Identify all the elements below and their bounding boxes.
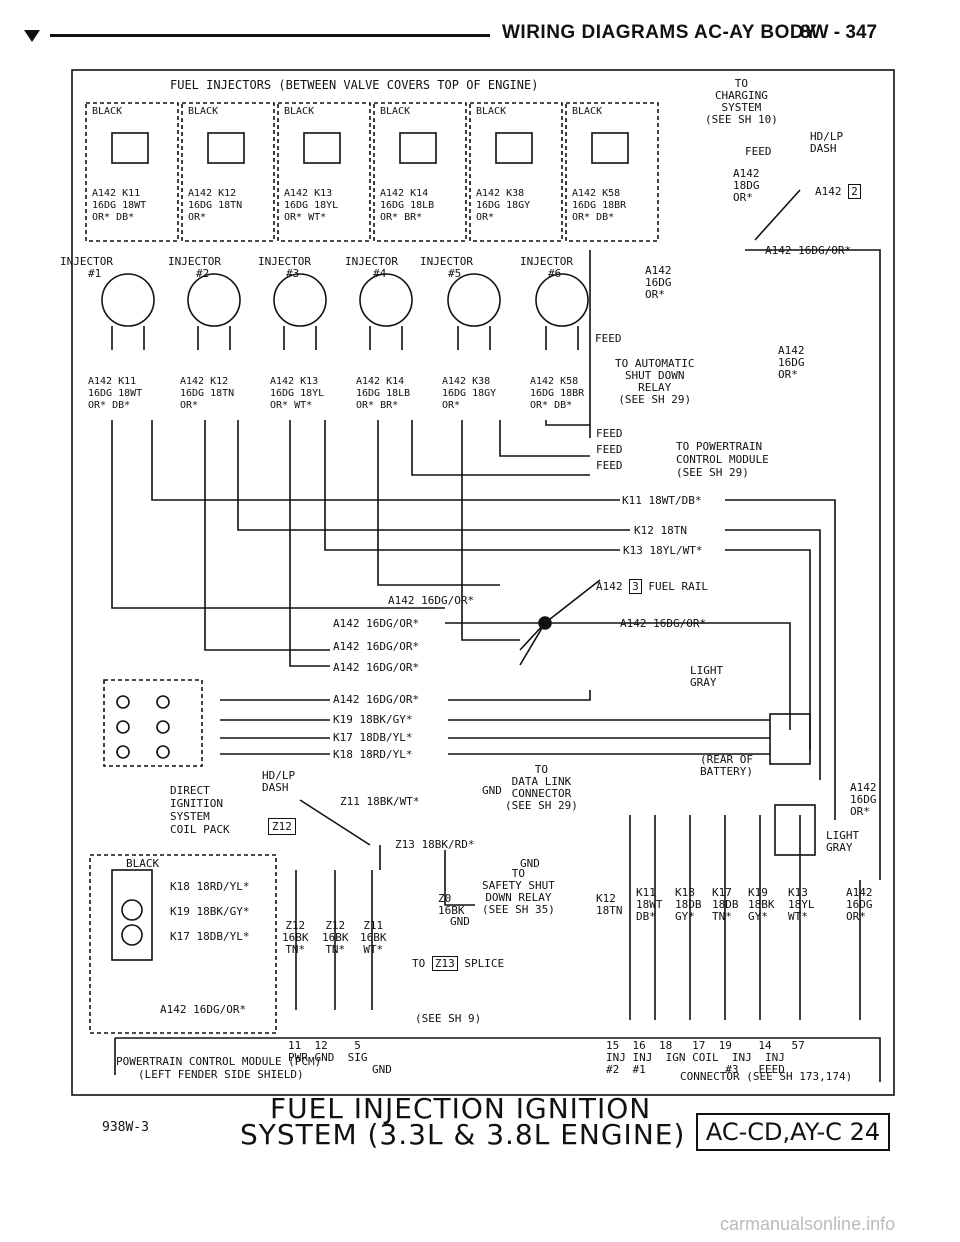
splice-z12: Z12: [268, 818, 296, 835]
wire-k13: K13 18YL/WT*: [623, 544, 703, 557]
pcm-pins-left: 11 12 5 PWR GND SIG GND: [288, 1039, 392, 1076]
injector-2: INJECTOR#2: [168, 255, 221, 280]
injector-6: INJECTOR#6: [520, 255, 573, 280]
injector-5: INJECTOR#5: [420, 255, 473, 280]
wire-a142e: A142 16DG/OR*: [333, 661, 420, 674]
injector-1: INJECTOR#1: [60, 255, 113, 280]
wire-k11: K11 18WT/DB*: [622, 494, 702, 507]
wire-k18: K18 18RD/YL*: [333, 748, 413, 761]
watermark: carmanualsonline.info: [720, 1214, 896, 1234]
wire-k19: K19 18BK/GY*: [333, 713, 413, 726]
header-rule: [50, 34, 490, 37]
wire-z13: Z13 18BK/RD*: [395, 838, 475, 851]
wire-a142b: A142 16DG/OR*: [333, 617, 420, 630]
asd-feed: FEED: [595, 332, 622, 345]
injector-3: INJECTOR#3: [258, 255, 311, 280]
coil-conn-k17: K17 18DB/YL*: [170, 930, 250, 943]
charging-feed: FEED: [745, 145, 772, 158]
z13-splice: TO Z13 SPLICE: [412, 956, 505, 971]
coil-conn-color: BLACK: [126, 857, 160, 870]
pcm-name: POWERTRAIN CONTROL MODULE (PCM)(LEFT FEN…: [116, 1055, 322, 1081]
splice-2: A142 2: [815, 184, 861, 199]
wire-k17: K17 18DB/YL*: [333, 731, 413, 744]
wire-a142c: A142 16DG/OR*: [620, 617, 707, 630]
wire-a142d: A142 16DG/OR*: [333, 640, 420, 653]
footer-title-2: SYSTEM (3.3L & 3.8L ENGINE): [240, 1118, 686, 1151]
fuel-rail: A142 3 FUEL RAIL: [596, 579, 708, 594]
wire-a142a: A142 16DG/OR*: [388, 594, 475, 607]
coil-conn-a142: A142 16DG/OR*: [160, 1003, 247, 1016]
injector-4: INJECTOR#4: [345, 255, 398, 280]
pcm-connector: CONNECTOR (SEE SH 173,174): [680, 1070, 853, 1083]
relay-gnd: GND: [450, 915, 470, 928]
footer-id: 938W-3: [102, 1120, 149, 1135]
page-number: 8W - 347: [800, 22, 878, 43]
see-sh-9: (SEE SH 9): [415, 1012, 482, 1025]
page-title: WIRING DIAGRAMS AC-AY BODY: [502, 22, 818, 43]
footer-code: AC-CD,AY-C 24: [696, 1113, 890, 1151]
coil-conn-k19: K19 18BK/GY*: [170, 905, 250, 918]
pcm-pins-right: 15 16 18 17 19 14 57 INJ INJ IGN COIL IN…: [606, 1039, 805, 1076]
page-header: WIRING DIAGRAMS AC-AY BODY 8W - 347: [0, 0, 960, 60]
coil-conn-k18: K18 18RD/YL*: [170, 880, 250, 893]
wire-k12: K12 18TN: [634, 524, 687, 537]
data-link-gnd: GND: [482, 784, 502, 797]
fuel-injectors-heading: FUEL INJECTORS (BETWEEN VALVE COVERS TOP…: [170, 78, 539, 92]
diagram-frame: [71, 69, 895, 1096]
wire-a142f: A142 16DG/OR*: [333, 693, 420, 706]
footer-title-1: FUEL INJECTION IGNITION: [270, 1092, 652, 1125]
z13-gnd: GND: [520, 857, 540, 870]
wire-z11: Z11 18BK/WT*: [340, 795, 420, 808]
a142-out: A142 16DG/OR*: [765, 244, 852, 257]
section-marker-icon: [24, 30, 40, 42]
